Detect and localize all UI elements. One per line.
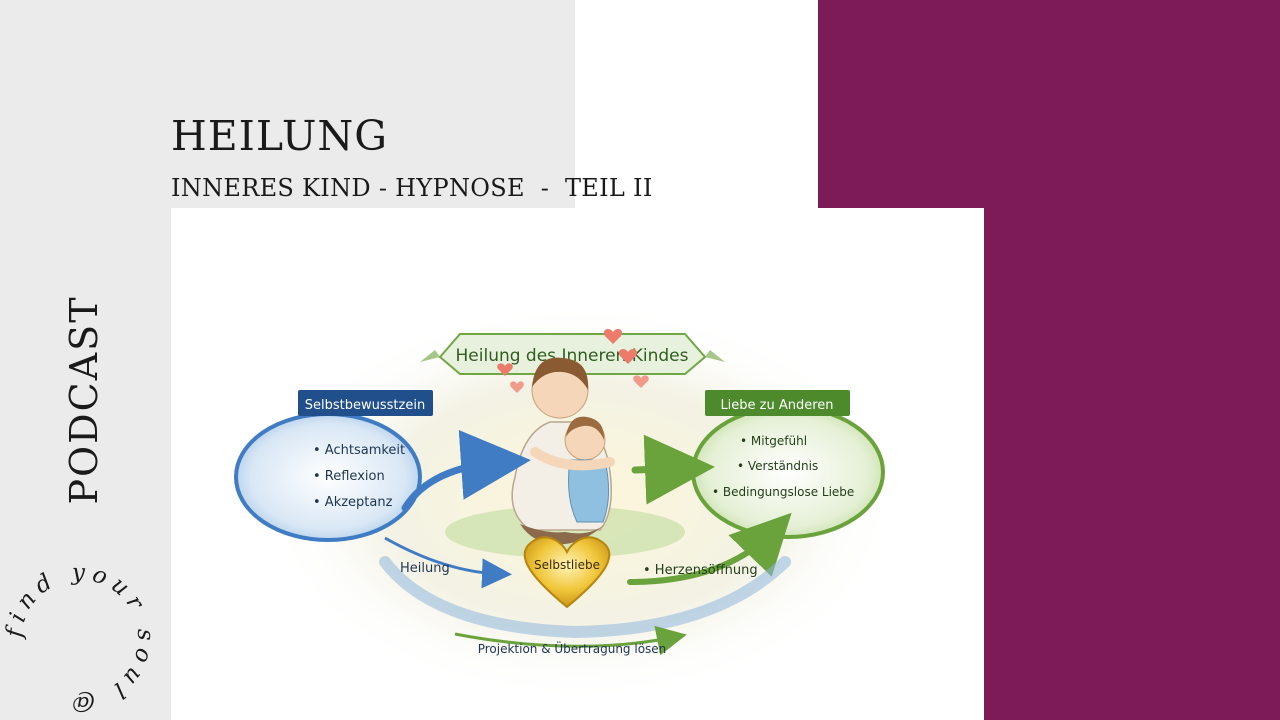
green-arrow-to-right <box>631 434 715 505</box>
right-item-1: • Mitgefühl <box>740 434 807 448</box>
left-item-1: • Achtsamkeit <box>313 443 405 458</box>
golden-heart-icon <box>523 536 611 609</box>
purple-accent-side <box>984 208 1280 720</box>
self-awareness-group: Selbstbewusstzein • Achtsamkeit • Reflex… <box>234 390 433 542</box>
heart-opening-arrow <box>627 512 792 585</box>
heart-icon <box>497 363 513 376</box>
heart-icon <box>618 349 638 364</box>
heart-label: Selbstliebe <box>534 558 600 572</box>
bottom-cycle-arrow <box>379 556 791 639</box>
circle-text-path: find your soul @ <box>1 560 152 716</box>
floating-hearts <box>497 329 649 393</box>
svg-text:find your soul @: find your soul @ <box>1 560 158 716</box>
left-box-title: Selbstbewusstzein <box>305 398 425 413</box>
podcast-label: PODCAST <box>62 295 106 505</box>
heart-icon <box>510 381 524 393</box>
right-item-3: • Bedingungslose Liebe <box>712 485 854 499</box>
heart-opening-label: • Herzensöffnung <box>643 563 758 578</box>
right-box-title-bg <box>705 390 850 416</box>
page-title: HEILUNG <box>171 112 389 160</box>
left-box-title-bg <box>298 390 433 416</box>
self-love-heart: Selbstliebe <box>523 536 611 609</box>
healing-flow-arrow <box>384 536 512 589</box>
bottom-label: Projektion & Übertragung lösen <box>478 640 667 656</box>
circular-brand-text: find your soul @ <box>1 560 158 716</box>
bottom-green-arrow <box>454 625 687 656</box>
parent-hugging-child-illustration <box>445 357 685 558</box>
left-item-3: • Akzeptanz <box>313 495 393 510</box>
heart-icon <box>603 329 623 344</box>
left-item-2: • Reflexion <box>313 469 385 484</box>
blue-arrow-to-center <box>401 429 531 512</box>
right-item-2: • Verständnis <box>737 459 818 473</box>
white-top-strip <box>575 0 818 208</box>
inner-child-diagram: Heilung des Inneren Kindes Selbstbewusst… <box>234 302 900 702</box>
right-box-title: Liebe zu Anderen <box>720 398 833 413</box>
purple-accent-top <box>818 0 1280 208</box>
page-subtitle: INNERES KIND - HYPNOSE - TEIL II <box>171 174 653 202</box>
healing-label: Heilung <box>400 561 450 576</box>
heart-icon <box>633 375 649 388</box>
